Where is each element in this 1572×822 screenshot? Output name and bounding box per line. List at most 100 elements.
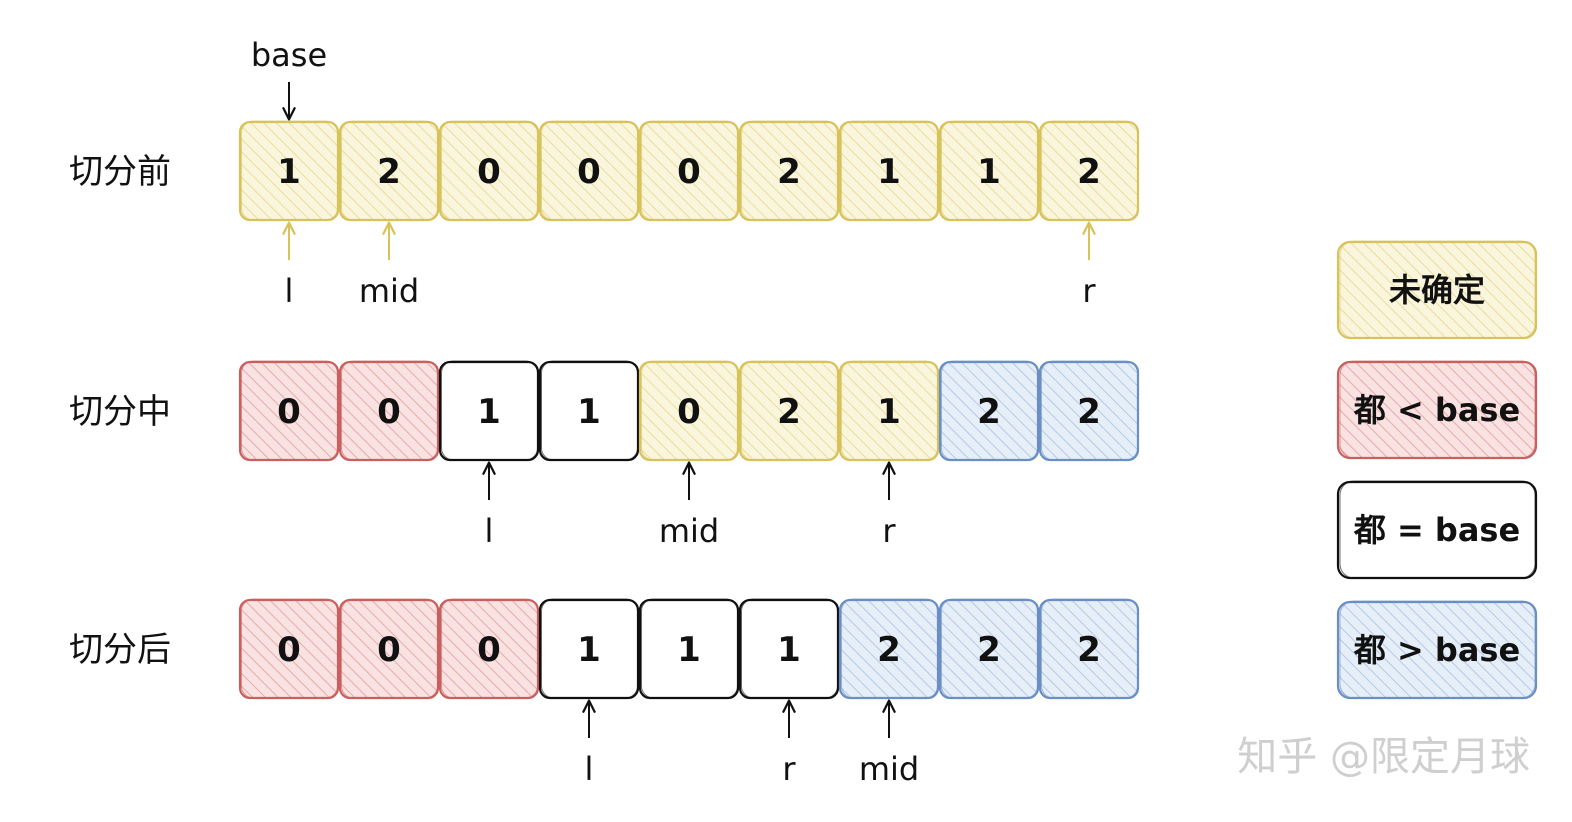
cell-value: 1 [877, 392, 901, 432]
cell-outline [741, 120, 838, 221]
legend-item-less: 都 < base [1336, 360, 1538, 460]
legend-item-undetermined: 未确定 [1336, 240, 1538, 340]
array-cell: 1 [538, 598, 640, 700]
array-cell: 0 [338, 598, 440, 700]
cell-outline [1041, 120, 1138, 221]
cell-outline [241, 120, 338, 221]
array-cell: 1 [838, 360, 940, 462]
cell-value: 1 [577, 630, 601, 670]
array-cell: 2 [1038, 360, 1140, 462]
array-cell: 0 [238, 360, 340, 462]
legend-text: 未确定 [1389, 271, 1485, 309]
cell-value: 2 [1077, 630, 1101, 670]
legend-item-greater: 都 > base [1336, 600, 1538, 700]
row-label: 切分中 [69, 392, 171, 432]
pointer-mid: mid [859, 699, 919, 788]
cell-outline [341, 120, 438, 221]
cell-outline [841, 598, 938, 699]
cell-value: 0 [377, 392, 401, 432]
array-cell: 2 [938, 360, 1040, 462]
array-cell: 1 [438, 360, 540, 462]
cell-outline [841, 360, 938, 461]
pointer-l: l [482, 461, 496, 550]
cell-value: 0 [477, 152, 501, 192]
array-cell: 1 [638, 598, 740, 700]
array-cell: 2 [1038, 120, 1140, 222]
array-cell: 2 [738, 360, 840, 462]
pointer-mid: mid [359, 221, 419, 310]
array-cell: 0 [438, 120, 540, 222]
legend-text: 都 > base [1353, 631, 1520, 669]
array-cell: 0 [238, 598, 340, 700]
cell-outline [341, 360, 438, 461]
cell-outline [941, 120, 1038, 221]
array-cell: 1 [838, 120, 940, 222]
cell-value: 2 [377, 152, 401, 192]
array-cell: 2 [1038, 598, 1140, 700]
pointer-label: l [485, 512, 494, 550]
watermark-text: 知乎 @限定月球 [1237, 734, 1530, 780]
cell-outline [641, 598, 738, 699]
cell-outline [341, 598, 438, 699]
cell-value: 0 [277, 630, 301, 670]
array-cell: 1 [738, 598, 840, 700]
array-cell: 1 [538, 360, 640, 462]
pointer-label: r [882, 512, 896, 550]
cell-value: 0 [677, 152, 701, 192]
pointer-label: mid [659, 512, 719, 550]
cell-value: 2 [1077, 152, 1101, 192]
row-label: 切分后 [69, 630, 171, 670]
cell-outline [741, 598, 838, 699]
pointer-label: mid [359, 272, 419, 310]
cell-value: 2 [977, 630, 1001, 670]
cell-outline [441, 360, 538, 461]
array-cell: 1 [238, 120, 340, 222]
cell-outline [641, 360, 738, 461]
cell-outline [541, 598, 638, 699]
cell-outline [241, 598, 338, 699]
legend-text: 都 < base [1353, 391, 1520, 429]
cell-outline [541, 120, 638, 221]
cell-value: 1 [577, 392, 601, 432]
row-label: 切分前 [69, 152, 171, 192]
array-cell: 0 [538, 120, 640, 222]
array-cell: 2 [738, 120, 840, 222]
cell-outline [841, 120, 938, 221]
pointer-r: r [782, 699, 796, 788]
cell-outline [1041, 598, 1138, 699]
cell-outline [741, 360, 838, 461]
cell-value: 1 [877, 152, 901, 192]
cell-outline [441, 598, 538, 699]
cell-value: 2 [877, 630, 901, 670]
array-cell: 1 [938, 120, 1040, 222]
pointer-label: l [585, 750, 594, 788]
pointer-base: base [251, 36, 327, 121]
pointer-label: l [285, 272, 294, 310]
pointer-label: r [1082, 272, 1096, 310]
pointer-l: l [282, 221, 296, 310]
cell-value: 2 [977, 392, 1001, 432]
cell-value: 1 [777, 630, 801, 670]
pointer-mid: mid [659, 461, 719, 550]
cell-value: 0 [277, 392, 301, 432]
array-cell: 0 [638, 360, 740, 462]
legend-outline [1339, 480, 1536, 579]
array-cell: 2 [938, 598, 1040, 700]
cell-outline [441, 120, 538, 221]
cell-outline [941, 360, 1038, 461]
cell-value: 1 [277, 152, 301, 192]
cell-value: 0 [477, 630, 501, 670]
cell-outline [541, 360, 638, 461]
legend-outline [1339, 360, 1536, 459]
cell-value: 0 [377, 630, 401, 670]
array-cell: 2 [838, 598, 940, 700]
legend-outline [1339, 600, 1536, 699]
cell-value: 2 [777, 152, 801, 192]
cell-value: 2 [777, 392, 801, 432]
